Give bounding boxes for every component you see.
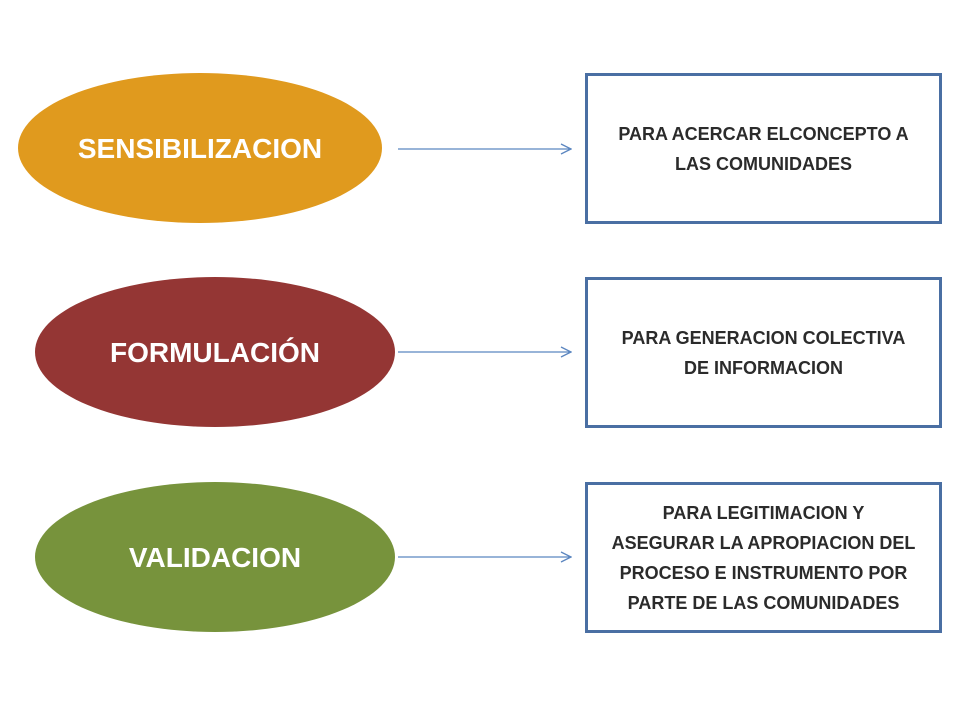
validacion-label: VALIDACION bbox=[129, 542, 301, 573]
validacion-description-box: PARA LEGITIMACION Y ASEGURAR LA APROPIAC… bbox=[585, 482, 942, 633]
stage-sensibilizacion: SENSIBILIZACION bbox=[18, 73, 571, 223]
stage-formulacion: FORMULACIÓN bbox=[35, 277, 571, 427]
validacion-description: PARA LEGITIMACION Y ASEGURAR LA APROPIAC… bbox=[611, 502, 916, 613]
formulacion-label: FORMULACIÓN bbox=[110, 337, 320, 368]
formulacion-description: PARA GENERACION COLECTIVA DE INFORMACION bbox=[621, 327, 906, 378]
formulacion-ellipse bbox=[35, 277, 395, 427]
stage-validacion: VALIDACION bbox=[35, 482, 571, 632]
sensibilizacion-ellipse bbox=[18, 73, 382, 223]
formulacion-description-box: PARA GENERACION COLECTIVA DE INFORMACION bbox=[585, 277, 942, 428]
sensibilizacion-description: PARA ACERCAR ELCONCEPTO A LAS COMUNIDADE… bbox=[618, 123, 909, 174]
validacion-ellipse bbox=[35, 482, 395, 632]
sensibilizacion-label: SENSIBILIZACION bbox=[78, 133, 322, 164]
sensibilizacion-description-box: PARA ACERCAR ELCONCEPTO A LAS COMUNIDADE… bbox=[585, 73, 942, 224]
